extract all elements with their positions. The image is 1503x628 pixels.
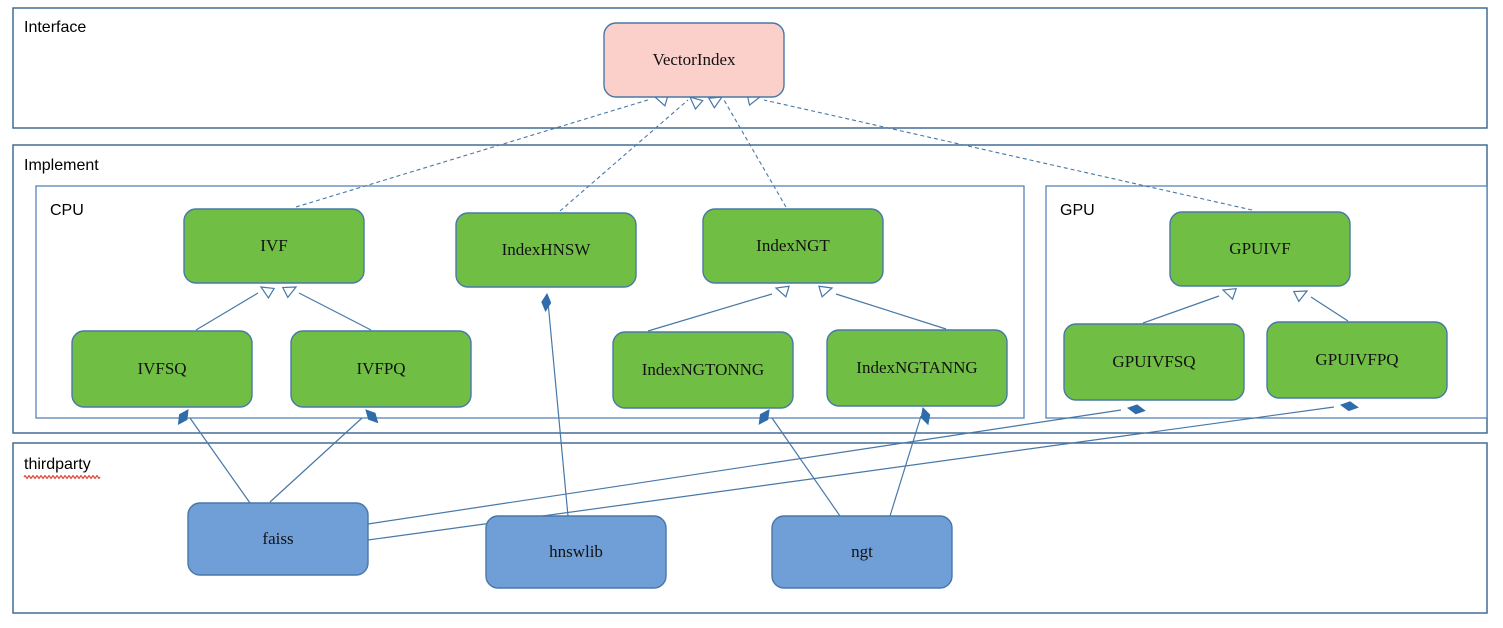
hollow-triangle-arrowhead-icon [774, 285, 790, 298]
edge-line-ivfsq-uses-faiss [189, 417, 251, 504]
node-label-ivfsq: IVFSQ [137, 359, 186, 378]
node-indexngtonng[interactable]: IndexNGTONNG [612, 331, 794, 409]
node-vectorindex[interactable]: VectorIndex [603, 22, 785, 98]
hollow-triangle-arrowhead-icon [259, 286, 276, 300]
edge-indexhnsw-realizes [559, 96, 704, 212]
edge-line-gpuivf-realizes [763, 99, 1253, 211]
hollow-triangle-arrowhead-icon [1292, 290, 1309, 303]
edge-ngtonng-uses-ngt [758, 409, 841, 517]
filled-diamond-arrowhead-icon [177, 409, 189, 425]
edge-line-ngtonng-uses-ngt [771, 417, 841, 517]
node-label-gpuivf: GPUIVF [1229, 239, 1290, 258]
node-label-gpuivfsq: GPUIVFSQ [1112, 352, 1195, 371]
filled-diamond-arrowhead-icon [1126, 404, 1146, 415]
container-label-implement: Implement [24, 157, 99, 174]
edge-gpuivfpq-extends [1292, 290, 1349, 322]
edge-line-indexhnsw-realizes [559, 99, 689, 212]
edge-layer [177, 93, 1359, 541]
node-rect-vectorindex[interactable] [603, 22, 785, 98]
edge-line-ivfpq-extends-ivf [298, 292, 372, 331]
node-label-indexngt: IndexNGT [756, 236, 830, 255]
node-rect-ivfpq[interactable] [290, 330, 472, 408]
edge-ngtonng-extends-ngt [647, 285, 790, 332]
node-label-indexhnsw: IndexHNSW [502, 240, 592, 259]
node-rect-hnswlib[interactable] [485, 515, 667, 589]
edge-ivfsq-uses-faiss [177, 409, 251, 504]
edge-line-gpuivfsq-extends [1142, 295, 1220, 324]
node-ivfsq[interactable]: IVFSQ [71, 330, 253, 408]
filled-diamond-arrowhead-icon [1339, 401, 1359, 412]
node-label-gpuivfpq: GPUIVFPQ [1315, 350, 1398, 369]
edge-line-ngtanng-uses-ngt [889, 415, 922, 517]
edge-gpuivfsq-uses-faiss [367, 404, 1146, 525]
edge-line-hnsw-uses-hnswlib [547, 301, 569, 517]
edge-line-ivf-realizes [295, 98, 652, 208]
node-rect-faiss[interactable] [187, 502, 369, 576]
node-ivfpq[interactable]: IVFPQ [290, 330, 472, 408]
node-rect-ivfsq[interactable] [71, 330, 253, 408]
node-hnswlib[interactable]: hnswlib [485, 515, 667, 589]
node-rect-gpuivf[interactable] [1169, 211, 1351, 287]
container-label-thirdparty: thirdparty [24, 456, 91, 473]
filled-diamond-arrowhead-icon [920, 406, 931, 426]
hollow-triangle-arrowhead-icon [818, 285, 834, 298]
edge-ivfsq-extends-ivf [195, 286, 276, 331]
node-gpuivfsq[interactable]: GPUIVFSQ [1063, 323, 1245, 401]
edge-line-gpuivfpq-extends [1310, 296, 1349, 322]
edge-ngtanng-extends-ngt [818, 285, 947, 330]
edge-line-ivfsq-extends-ivf [195, 292, 259, 331]
edge-ivfpq-uses-faiss [269, 409, 379, 503]
edge-ivfpq-extends-ivf [281, 286, 372, 331]
node-label-indexngtonng: IndexNGTONNG [642, 360, 764, 379]
container-label-gpu: GPU [1060, 202, 1095, 219]
filled-diamond-arrowhead-icon [541, 292, 552, 313]
node-label-faiss: faiss [262, 529, 293, 548]
node-rect-indexngt[interactable] [702, 208, 884, 284]
node-rect-indexngtanng[interactable] [826, 329, 1008, 407]
edge-line-ngtanng-extends-ngt [835, 293, 947, 330]
edge-line-ngtonng-extends-ngt [647, 293, 773, 332]
spellcheck-underline-thirdparty [23, 475, 101, 479]
node-gpuivfpq[interactable]: GPUIVFPQ [1266, 321, 1448, 399]
node-label-hnswlib: hnswlib [549, 542, 603, 561]
node-rect-indexhnsw[interactable] [455, 212, 637, 288]
node-rect-indexngtonng[interactable] [612, 331, 794, 409]
node-rect-ivf[interactable] [183, 208, 365, 284]
filled-diamond-arrowhead-icon [365, 409, 379, 424]
node-label-ivf: IVF [260, 236, 287, 255]
node-rect-gpuivfpq[interactable] [1266, 321, 1448, 399]
node-label-ivfpq: IVFPQ [356, 359, 405, 378]
edge-gpuivfsq-extends [1142, 287, 1238, 324]
node-indexhnsw[interactable]: IndexHNSW [455, 212, 637, 288]
node-rect-gpuivfsq[interactable] [1063, 323, 1245, 401]
node-indexngtanng[interactable]: IndexNGTANNG [826, 329, 1008, 407]
hollow-triangle-arrowhead-icon [281, 286, 298, 299]
node-faiss[interactable]: faiss [187, 502, 369, 576]
filled-diamond-arrowhead-icon [758, 409, 770, 425]
node-indexngt[interactable]: IndexNGT [702, 208, 884, 284]
container-label-interface: Interface [24, 19, 86, 36]
edge-line-gpuivfsq-uses-faiss [367, 409, 1122, 525]
hollow-triangle-arrowhead-icon [1221, 287, 1238, 301]
node-label-ngt: ngt [851, 542, 873, 561]
edge-hnsw-uses-hnswlib [541, 292, 569, 517]
node-gpuivf[interactable]: GPUIVF [1169, 211, 1351, 287]
node-ngt[interactable]: ngt [771, 515, 953, 589]
container-label-cpu: CPU [50, 202, 84, 219]
edge-line-ivfpq-uses-faiss [269, 417, 363, 503]
hollow-triangle-arrowhead-icon [688, 96, 704, 111]
node-ivf[interactable]: IVF [183, 208, 365, 284]
node-rect-ngt[interactable] [771, 515, 953, 589]
node-label-indexngtanng: IndexNGTANNG [856, 358, 977, 377]
node-label-vectorindex: VectorIndex [652, 50, 736, 69]
edge-ngtanng-uses-ngt [889, 406, 931, 517]
